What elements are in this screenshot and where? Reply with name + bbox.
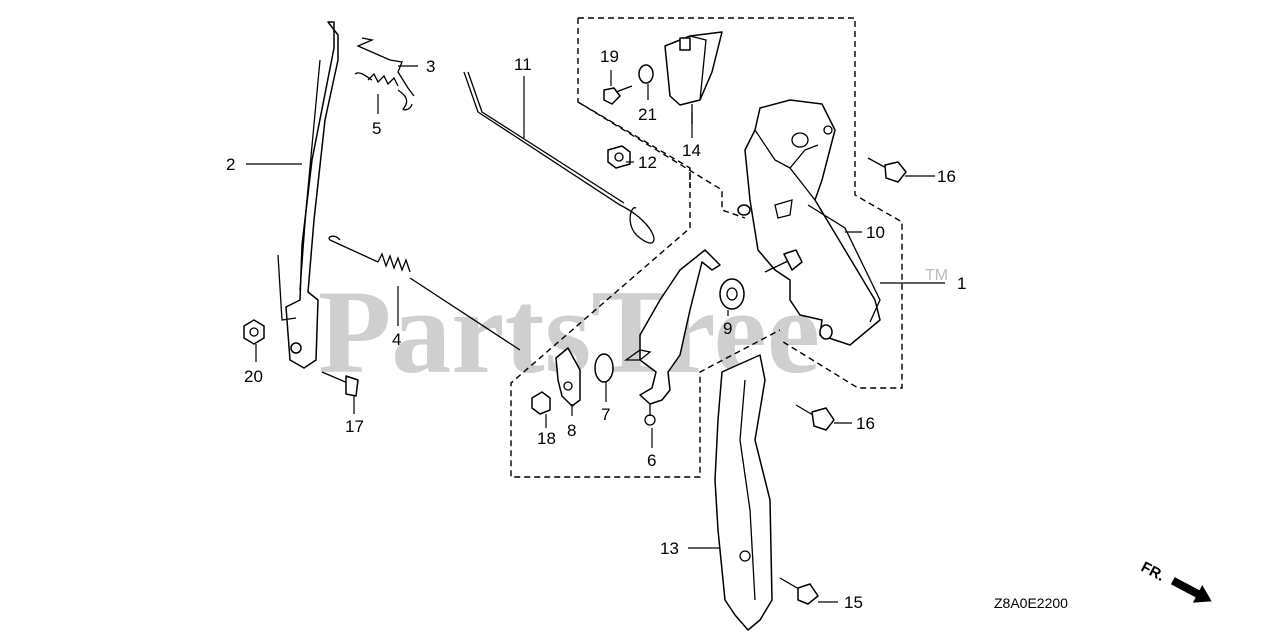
group-box-lever (510, 172, 781, 478)
callout-7: 7 (601, 405, 610, 424)
callout-3: 3 (426, 57, 435, 76)
callout-16-upper: 16 (937, 167, 956, 186)
part-bracket-1 (737, 99, 881, 346)
callout-1: 1 (957, 274, 966, 293)
part-rod-2 (277, 21, 339, 369)
part-lever-6 (639, 249, 721, 426)
part-washer-21 (638, 64, 654, 84)
part-switch-14 (664, 31, 723, 124)
front-direction-arrow-icon: FR. (1138, 559, 1212, 603)
callout-6: 6 (647, 451, 656, 470)
part-nut-12 (607, 145, 631, 169)
part-washer-9 (719, 278, 745, 310)
part-screw-15 (779, 577, 819, 605)
callout-2: 2 (226, 155, 235, 174)
callout-12: 12 (638, 153, 657, 172)
part-nut-18 (531, 391, 551, 415)
part-spring-5 (354, 72, 413, 111)
callout-9: 9 (723, 319, 732, 338)
leader-lines (246, 65, 945, 603)
callout-18: 18 (537, 429, 556, 448)
part-clip-3 (356, 37, 415, 97)
callout-15: 15 (844, 593, 863, 612)
callout-8: 8 (567, 421, 576, 440)
callout-20: 20 (244, 367, 263, 386)
part-bolt-17 (321, 371, 359, 397)
part-lever-8 (555, 347, 581, 407)
part-screw-19 (603, 85, 633, 105)
part-bolt-mid (764, 249, 803, 273)
part-bolt-16-lower (795, 404, 835, 431)
part-cover-13 (714, 354, 773, 631)
callout-19: 19 (600, 47, 619, 66)
callout-17: 17 (345, 417, 364, 436)
callout-5: 5 (372, 119, 381, 138)
part-washer-7 (594, 353, 614, 383)
callout-11: 11 (514, 55, 532, 74)
part-rod-11 (463, 71, 655, 244)
watermark-tm: TM (925, 267, 948, 284)
part-clip (623, 349, 652, 361)
diagram-code: Z8A0E2200 (994, 595, 1068, 611)
callout-13: 13 (660, 539, 679, 558)
callout-4: 4 (392, 330, 401, 349)
callout-14: 14 (682, 141, 701, 160)
part-nut-20 (243, 319, 265, 345)
part-bolt-16-upper (867, 157, 907, 183)
callout-16-lower: 16 (856, 414, 875, 433)
direction-label: FR. (1138, 559, 1167, 585)
part-spring-4 (328, 235, 521, 351)
callout-10: 10 (866, 223, 885, 242)
part-plate-10 (807, 204, 881, 323)
callout-21: 21 (638, 105, 657, 124)
